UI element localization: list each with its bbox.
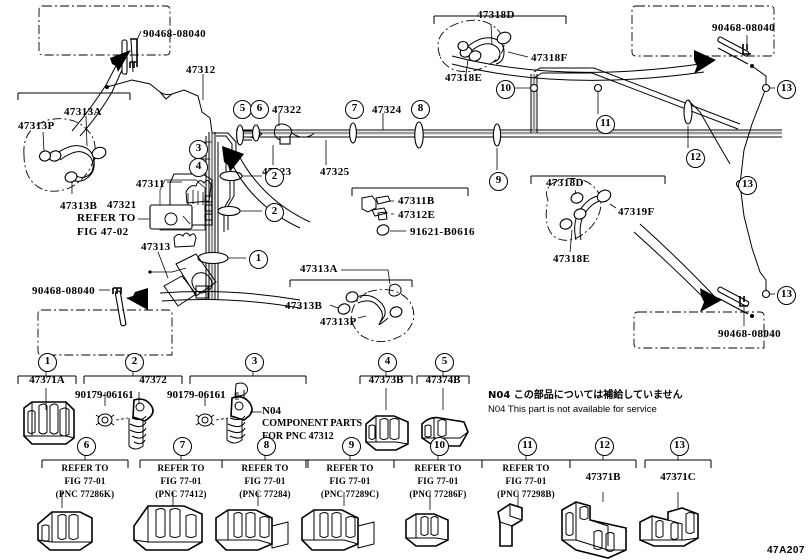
table-callout-10[interactable]: 10 — [430, 437, 449, 456]
callout-1[interactable]: 1 — [249, 250, 268, 269]
callout-8[interactable]: 8 — [411, 100, 430, 119]
refbox-9-line3: (PNC 77289C) — [320, 489, 380, 500]
label-47313B-mid: 47313B — [285, 300, 323, 312]
table-callout-1[interactable]: 1 — [38, 353, 57, 372]
label-47321: 47321 — [107, 199, 137, 211]
table-callout-4[interactable]: 4 — [378, 353, 397, 372]
table-callout-12[interactable]: 12 — [595, 437, 614, 456]
label-90468-bottom-right: 90468-08040 — [718, 328, 782, 340]
callout-7[interactable]: 7 — [345, 100, 364, 119]
diagram-id: 47A207 — [766, 545, 805, 556]
refbox-7-line3: (PNC 77412) — [155, 489, 207, 500]
label-47313P-top: 47313P — [18, 120, 55, 132]
label-refer-fig-47-02-line1: REFER TO — [77, 212, 136, 224]
callout-2-lower[interactable]: 2 — [265, 203, 284, 222]
callout-6[interactable]: 6 — [250, 100, 269, 119]
table-label-47373B: 47373B — [368, 374, 404, 386]
callout-2-upper[interactable]: 2 — [265, 168, 284, 187]
refbox-6-line3: (PNC 77286K) — [55, 489, 115, 500]
table-callout-6[interactable]: 6 — [77, 437, 96, 456]
label-47322: 47322 — [272, 104, 302, 116]
callout-13-top[interactable]: 13 — [777, 80, 796, 99]
refbox-9-line2: FIG 77-01 — [329, 476, 371, 487]
refbox-11-line3: (PNC 77298B) — [497, 489, 555, 500]
table-callout-8[interactable]: 8 — [257, 437, 276, 456]
label-47312: 47312 — [186, 64, 216, 76]
refbox-10-line3: (PNC 77286F) — [409, 489, 467, 500]
service-note-english: N04 This part is not available for servi… — [488, 404, 657, 415]
refbox-10[interactable]: REFER TO FIG 77-01 (PNC 77286F) — [394, 462, 482, 501]
label-47311B: 47311B — [398, 195, 435, 207]
label-47318E-right: 47318E — [553, 253, 591, 265]
label-47324: 47324 — [372, 104, 402, 116]
table-callout-9[interactable]: 9 — [342, 437, 361, 456]
table-callout-11[interactable]: 11 — [518, 437, 537, 456]
table-label-47372: 47372 — [139, 374, 167, 386]
refbox-8-line2: FIG 77-01 — [244, 476, 286, 487]
refbox-6-line2: FIG 77-01 — [64, 476, 106, 487]
callout-10[interactable]: 10 — [496, 80, 515, 99]
label-47313B-top: 47313B — [60, 200, 98, 212]
n04-line1: COMPONENT PARTS — [262, 418, 363, 429]
label-90468-bottom-left: 90468-08040 — [32, 285, 96, 297]
callout-4-left[interactable]: 4 — [189, 158, 208, 177]
refbox-9-line1: REFER TO — [326, 463, 374, 473]
label-47313: 47313 — [141, 241, 171, 253]
label-47313A-mid: 47313A — [300, 263, 338, 275]
label-47311: 47311 — [136, 178, 165, 190]
table-callout-5[interactable]: 5 — [435, 353, 454, 372]
refbox-11[interactable]: REFER TO FIG 77-01 (PNC 77298B) — [482, 462, 570, 501]
label-47312E: 47312E — [398, 209, 436, 221]
callout-13-mid[interactable]: 13 — [738, 176, 757, 195]
refbox-6-line1: REFER TO — [61, 463, 109, 473]
table-label-47374B: 47374B — [425, 374, 461, 386]
callout-12[interactable]: 12 — [686, 149, 705, 168]
label-47318D-top: 47318D — [477, 9, 515, 21]
callout-3-left[interactable]: 3 — [189, 140, 208, 159]
label-91621-B0616: 91621-B0616 — [410, 226, 475, 238]
label-47313P-mid: 47313P — [320, 316, 357, 328]
table-sublabel-90179-a: 90179-06161 — [75, 389, 134, 401]
refbox-7-line1: REFER TO — [157, 463, 205, 473]
label-90468-top-left: 90468-08040 — [143, 28, 207, 40]
service-note-japanese: N04 この部品については補給していません — [488, 390, 683, 401]
label-refer-fig-47-02-line2: FIG 47-02 — [77, 226, 129, 238]
label-90468-top-right: 90468-08040 — [712, 22, 776, 34]
table-callout-7[interactable]: 7 — [173, 437, 192, 456]
table-label-47371A: 47371A — [29, 374, 65, 386]
refbox-11-line1: REFER TO — [502, 463, 550, 473]
table-label-47371C: 47371C — [660, 471, 696, 483]
callout-9[interactable]: 9 — [489, 172, 508, 191]
label-47318E-top: 47318E — [445, 72, 483, 84]
n04-code: N04 — [262, 405, 281, 417]
service-note: N04 この部品については補給していません N04 This part is n… — [488, 388, 683, 417]
refbox-7[interactable]: REFER TO FIG 77-01 (PNC 77412) — [140, 462, 222, 501]
refbox-7-line2: FIG 77-01 — [160, 476, 202, 487]
label-47318D-right: 47318D — [546, 177, 584, 189]
refbox-6[interactable]: REFER TO FIG 77-01 (PNC 77286K) — [42, 462, 128, 501]
n04-line2: FOR PNC 47312 — [262, 431, 334, 442]
refbox-8[interactable]: REFER TO FIG 77-01 (PNC 77284) — [222, 462, 308, 501]
refbox-9[interactable]: REFER TO FIG 77-01 (PNC 77289C) — [306, 462, 394, 501]
label-47325: 47325 — [320, 166, 350, 178]
refbox-10-line2: FIG 77-01 — [417, 476, 459, 487]
refbox-11-line2: FIG 77-01 — [505, 476, 547, 487]
table-callout-13[interactable]: 13 — [670, 437, 689, 456]
callout-11[interactable]: 11 — [596, 115, 615, 134]
refbox-10-line1: REFER TO — [414, 463, 462, 473]
label-47319F: 47319F — [618, 206, 655, 218]
refbox-8-line3: (PNC 77284) — [239, 489, 291, 500]
table-callout-2[interactable]: 2 — [125, 353, 144, 372]
refbox-8-line1: REFER TO — [241, 463, 289, 473]
label-47318F-top: 47318F — [531, 52, 568, 64]
table-sublabel-90179-b: 90179-06161 — [167, 389, 226, 401]
label-47313A-top: 47313A — [64, 106, 102, 118]
table-callout-3[interactable]: 3 — [245, 353, 264, 372]
table-label-47371B: 47371B — [585, 471, 621, 483]
callout-13-bottom[interactable]: 13 — [777, 286, 796, 305]
